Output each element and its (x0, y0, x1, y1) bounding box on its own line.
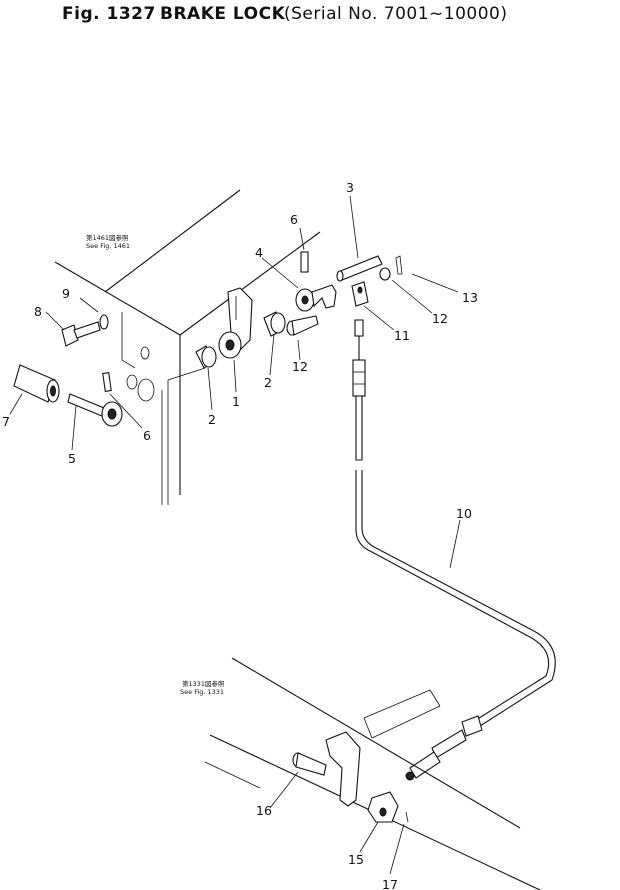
label-8: 8 (34, 304, 42, 319)
label-5: 5 (68, 451, 76, 466)
lower-frame (204, 657, 541, 890)
pin-6-lower (102, 372, 112, 392)
label-7: 7 (2, 414, 10, 429)
ref-upper-en: See Fig. 1461 (86, 242, 130, 250)
label-17: 17 (382, 877, 398, 890)
label-12-visible: 12 (292, 359, 308, 374)
label-2-left: 2 (208, 412, 216, 427)
bracket-15 (367, 791, 399, 823)
label-6-upper: 6 (290, 212, 298, 227)
label-15: 15 (348, 852, 364, 867)
pin-12 (286, 315, 319, 336)
leader-lines (9, 195, 461, 875)
serial-range: (Serial No. 7001~10000) (284, 4, 508, 24)
bracket-lever-1 (218, 287, 253, 359)
ref-lower-en: See Fig. 1331 (180, 688, 224, 696)
label-13: 12 (432, 311, 448, 326)
rod-end-5 (67, 393, 123, 427)
sleeve-7 (13, 364, 60, 403)
washer-13 (379, 267, 391, 281)
shaft-3 (336, 255, 383, 282)
clevis-11 (351, 281, 369, 307)
label-10: 10 (456, 506, 472, 521)
bolt-8 (61, 321, 101, 347)
washer-9 (99, 314, 109, 330)
label-2-right: 2 (264, 375, 272, 390)
figure-number: Fig. 1327 (62, 4, 156, 24)
label-14: 13 (462, 290, 478, 305)
label-9: 9 (62, 286, 70, 301)
ref-upper-jp: 第1461図参照 (86, 233, 129, 242)
ref-upper: 第1461図参照 See Fig. 1461 (86, 233, 130, 250)
ref-lower: 第1331図参照 See Fig. 1331 (180, 679, 225, 696)
figure-title: BRAKE LOCK (160, 4, 286, 24)
label-6-lower: 6 (143, 428, 151, 443)
bushing-2-left (195, 345, 217, 369)
cotter-pin-14 (395, 255, 403, 275)
label-16: 16 (256, 803, 272, 818)
upper-frame (54, 189, 321, 505)
cotter-pin-17 (405, 811, 409, 823)
lower-lever (325, 731, 361, 807)
ref-lower-jp: 第1331図参照 (182, 679, 225, 688)
pin-16 (292, 752, 327, 776)
lever-4 (295, 284, 337, 312)
label-11: 11 (394, 328, 410, 343)
label-4: 4 (255, 245, 263, 260)
label-1: 1 (232, 394, 240, 409)
bushing-2-right (263, 311, 286, 337)
part-labels: 3 6 4 13 12 11 12 12 2 1 2 6 5 7 8 9 10 … (2, 180, 478, 890)
cable-10 (352, 319, 556, 781)
label-3: 3 (346, 180, 354, 195)
pin-6-upper (300, 251, 309, 273)
